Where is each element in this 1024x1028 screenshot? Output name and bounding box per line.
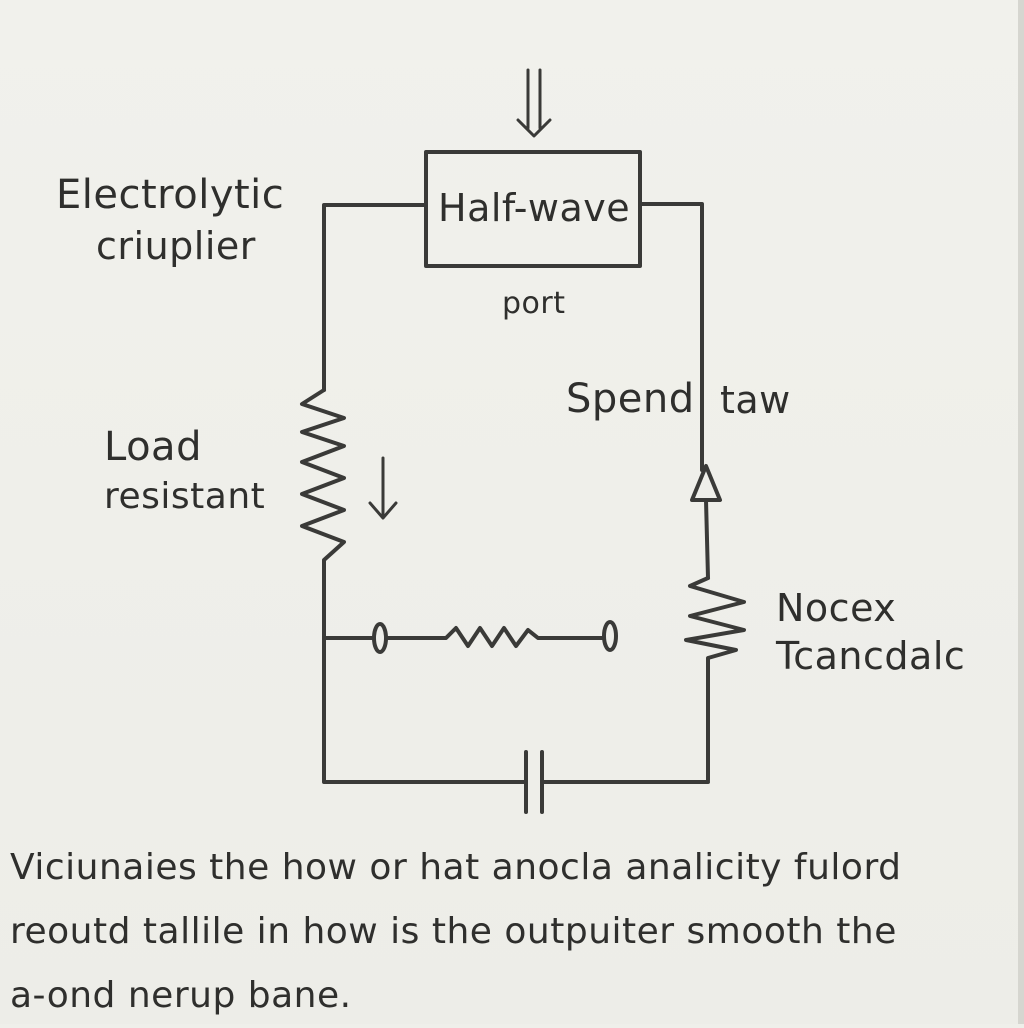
half-wave-rectifier-box [424, 150, 642, 268]
left-top-wire [322, 203, 428, 392]
input-arrow [516, 68, 552, 138]
noise-element [684, 576, 746, 782]
rectifier-label: Half-wave [438, 186, 631, 230]
flow-arrow [690, 464, 722, 502]
load-resistor [300, 388, 346, 642]
middle-resistor [322, 620, 618, 654]
right-mid-wire [704, 498, 710, 580]
caption-line-3: a-ond nerup bane. [10, 975, 352, 1016]
caption-text: Viciunaies the how or hat anocla analici… [10, 836, 1010, 1028]
port-label: port [502, 286, 566, 321]
current-arrow [368, 456, 398, 520]
page-edge [1018, 0, 1024, 1024]
noise-label-line1: Nocex [776, 586, 897, 630]
caption-line-2: reoutd tallile in how is the outpuiter s… [10, 911, 897, 952]
bottom-left-wire [322, 638, 526, 784]
load-label-line2: resistant [104, 476, 266, 517]
load-label-line1: Load [104, 424, 202, 470]
noise-label-line2: Tcancdalc [776, 634, 966, 678]
circuit-diagram [300, 68, 746, 814]
bottom-capacitor [524, 750, 544, 814]
speed-label: Spend [566, 376, 695, 422]
taw-label: taw [720, 378, 791, 422]
caption-line-1: Viciunaies the how or hat anocla analici… [10, 847, 902, 888]
capacitor-label-line1: Electrolytic [56, 172, 285, 218]
capacitor-label-line2: criuplier [96, 224, 256, 268]
right-top-wire [638, 202, 704, 472]
